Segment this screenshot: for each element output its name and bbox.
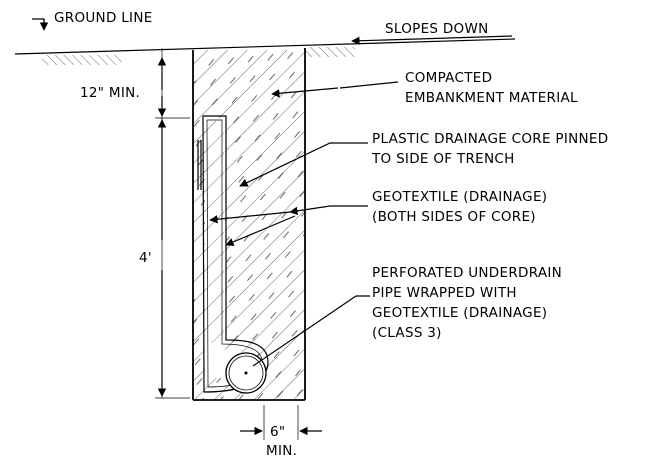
- width-dimension-min: MIN.: [266, 443, 297, 459]
- pipe-label-line1: PERFORATED UNDERDRAIN: [372, 265, 562, 281]
- slopes-down-arrow: [351, 35, 513, 45]
- ground-line: [14, 18, 516, 65]
- compacted-label-line1: COMPACTED: [405, 70, 492, 86]
- compacted-label-line2: EMBANKMENT MATERIAL: [405, 90, 578, 106]
- width-dimension-value: 6": [270, 424, 285, 440]
- pipe-label-line2: PIPE WRAPPED WITH: [372, 285, 517, 301]
- ground-line-label: GROUND LINE: [54, 10, 153, 26]
- underdrain-pipe: [225, 352, 267, 394]
- width-dimension: [240, 405, 322, 440]
- depth-dimensions: [155, 48, 190, 399]
- drainage-core: [197, 115, 269, 393]
- soil-hatch-left: [42, 55, 122, 65]
- leader-lines: [209, 81, 399, 367]
- cover-dimension-label: 12" MIN.: [80, 85, 140, 101]
- core-label-line2: TO SIDE OF TRENCH: [371, 151, 515, 167]
- core-label-line1: PLASTIC DRAINAGE CORE PINNED: [372, 131, 608, 147]
- geotextile-label-line2: (BOTH SIDES OF CORE): [372, 209, 536, 225]
- pipe-label-line3: GEOTEXTILE (DRAINAGE): [372, 305, 547, 321]
- geotextile-label-line1: GEOTEXTILE (DRAINAGE): [372, 189, 547, 205]
- depth-dimension-label: 4': [139, 250, 152, 266]
- slopes-down-label: SLOPES DOWN: [385, 21, 489, 37]
- soil-hatch-right: [305, 47, 355, 57]
- pipe-label-line4: (CLASS 3): [372, 325, 442, 341]
